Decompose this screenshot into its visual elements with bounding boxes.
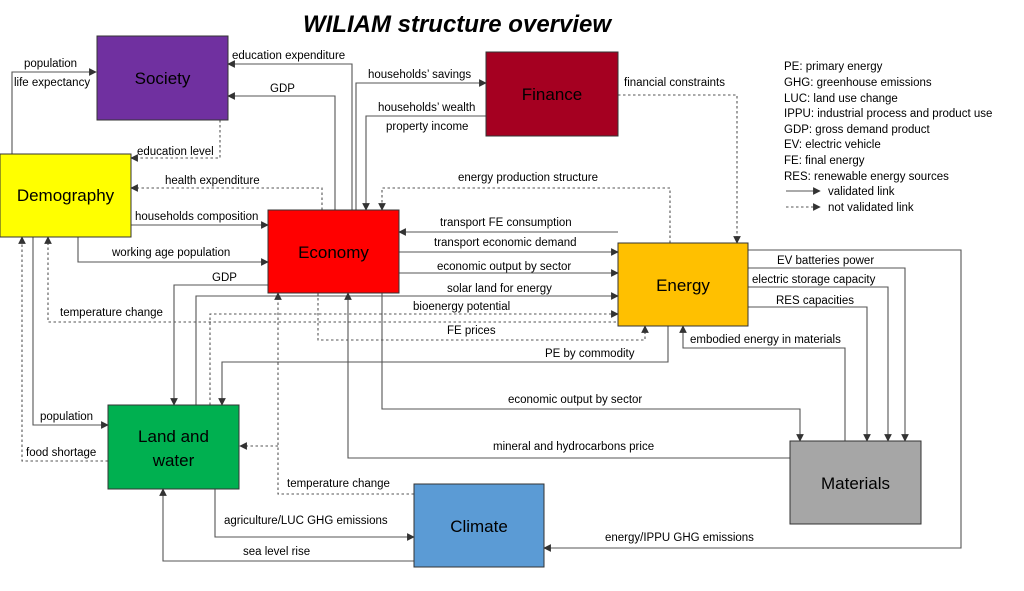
legend-abbreviation: IPPU: industrial process and product use bbox=[784, 108, 992, 120]
edge-label: energy production structure bbox=[458, 172, 598, 184]
legend-abbreviation: FE: final energy bbox=[784, 155, 865, 167]
svg-text:Society: Society bbox=[135, 69, 191, 88]
edge-label: life expectancy bbox=[14, 77, 90, 89]
svg-text:Finance: Finance bbox=[522, 85, 582, 104]
edge-label: sea level rise bbox=[243, 546, 310, 558]
edge-label: health expenditure bbox=[165, 175, 260, 187]
legend: PE: primary energy GHG: greenhouse emiss… bbox=[784, 61, 992, 214]
edge-label: households’ savings bbox=[368, 69, 471, 81]
svg-text:Materials: Materials bbox=[821, 474, 890, 493]
edge-label: energy/IPPU GHG emissions bbox=[605, 532, 754, 544]
edge-label: education expenditure bbox=[232, 50, 345, 62]
edge-label: food shortage bbox=[26, 447, 96, 459]
edge-households-savings: households’ savings bbox=[355, 69, 487, 210]
edge-working-age-population: working age population bbox=[77, 237, 269, 266]
edge-pe-by-commodity: PE by commodity bbox=[218, 326, 669, 406]
edge-economic-output-to-materials: economic output by sector bbox=[381, 293, 804, 442]
svg-text:water: water bbox=[152, 451, 195, 470]
legend-not-validated-link: not validated link bbox=[786, 202, 914, 214]
edge-label: population bbox=[24, 58, 77, 70]
legend-abbreviation: EV: electric vehicle bbox=[784, 139, 881, 151]
legend-validated-link: validated link bbox=[786, 186, 895, 198]
edge-population-to-society: population life expectancy bbox=[11, 58, 97, 154]
edge-temperature-change-to-demography: temperature change bbox=[44, 236, 626, 323]
node-economy: Economy bbox=[267, 209, 400, 294]
edge-label: transport economic demand bbox=[434, 237, 577, 249]
edge-label: mineral and hydrocarbons price bbox=[493, 441, 654, 453]
edge-economic-output-to-energy: economic output by sector bbox=[399, 261, 619, 277]
edge-financial-constraints: financial constraints bbox=[618, 77, 741, 244]
edge-label: bioenergy potential bbox=[413, 301, 510, 313]
edge-label: temperature change bbox=[60, 307, 163, 319]
edge-label: households composition bbox=[135, 211, 258, 223]
node-materials: Materials bbox=[789, 440, 922, 525]
edge-label: GDP bbox=[212, 272, 237, 284]
edge-food-shortage: food shortage bbox=[18, 236, 108, 462]
svg-text:Land and: Land and bbox=[138, 427, 209, 446]
node-climate: Climate bbox=[413, 483, 545, 568]
edge-population-to-landwater: population bbox=[32, 237, 109, 429]
edge-res-capacities: RES capacities bbox=[748, 295, 871, 442]
legend-abbreviation: GDP: gross demand product bbox=[784, 124, 931, 136]
edge-transport-economic-demand: transport economic demand bbox=[399, 237, 619, 256]
edge-temperature-change-climate: temperature change bbox=[239, 292, 414, 495]
edge-embodied-energy: embodied energy in materials bbox=[679, 325, 846, 441]
svg-text:Economy: Economy bbox=[298, 243, 369, 262]
edge-label: temperature change bbox=[287, 478, 390, 490]
edge-households-composition: households composition bbox=[131, 211, 269, 229]
edge-label: EV batteries power bbox=[777, 255, 874, 267]
svg-text:validated link: validated link bbox=[828, 186, 895, 198]
edge-label: economic output by sector bbox=[508, 394, 642, 406]
edge-fe-prices: FE prices bbox=[317, 293, 649, 341]
edge-label: transport FE consumption bbox=[440, 217, 572, 229]
edge-health-expenditure: health expenditure bbox=[130, 175, 323, 210]
legend-abbreviation: RES: renewable energy sources bbox=[784, 171, 949, 183]
edge-label: GDP bbox=[270, 83, 295, 95]
node-demography: Demography bbox=[0, 153, 132, 238]
edge-transport-fe-consumption: transport FE consumption bbox=[398, 217, 618, 236]
edge-label: working age population bbox=[111, 247, 230, 259]
edge-solar-land-for-energy: solar land for energy bbox=[195, 283, 619, 405]
node-land-and-water: Land and water bbox=[107, 404, 240, 490]
edge-label: property income bbox=[386, 121, 468, 133]
edge-mineral-hydrocarbons-price: mineral and hydrocarbons price bbox=[344, 292, 790, 459]
edge-bioenergy-potential: bioenergy potential bbox=[209, 301, 619, 405]
edge-gdp-to-landwater: GDP bbox=[170, 272, 268, 406]
svg-text:Climate: Climate bbox=[450, 517, 508, 536]
edge-label: households’ wealth bbox=[378, 102, 475, 114]
node-energy: Energy bbox=[617, 242, 749, 327]
node-society: Society bbox=[96, 35, 229, 121]
edge-households-wealth: households’ wealth property income bbox=[362, 102, 486, 211]
edge-label: agriculture/LUC GHG emissions bbox=[224, 515, 388, 527]
legend-abbreviation: PE: primary energy bbox=[784, 61, 883, 73]
edge-agriculture-luc-ghg: agriculture/LUC GHG emissions bbox=[214, 489, 415, 541]
svg-text:Demography: Demography bbox=[17, 186, 115, 205]
svg-text:Energy: Energy bbox=[656, 276, 710, 295]
edge-label: embodied energy in materials bbox=[690, 334, 841, 346]
node-finance: Finance bbox=[485, 51, 619, 137]
edge-energy-ippu-ghg: energy/IPPU GHG emissions bbox=[543, 249, 962, 552]
legend-abbreviation: GHG: greenhouse emissions bbox=[784, 77, 932, 89]
edge-gdp-to-society: GDP bbox=[227, 83, 336, 210]
edge-label: electric storage capacity bbox=[752, 274, 876, 286]
edge-sea-level-rise: sea level rise bbox=[159, 488, 414, 562]
svg-text:not validated link: not validated link bbox=[828, 202, 914, 214]
edge-label: RES capacities bbox=[776, 295, 854, 307]
edge-label: FE prices bbox=[447, 325, 496, 337]
edge-label: solar land for energy bbox=[447, 283, 552, 295]
edge-label: population bbox=[40, 411, 93, 423]
edge-label: economic output by sector bbox=[437, 261, 571, 273]
edge-energy-production-structure: energy production structure bbox=[378, 172, 671, 243]
edge-ev-batteries-power: EV batteries power bbox=[748, 255, 909, 442]
legend-abbreviation: LUC: land use change bbox=[784, 93, 898, 105]
edge-education-expenditure: education expenditure bbox=[227, 50, 353, 210]
edge-label: PE by commodity bbox=[545, 348, 635, 360]
diagram-title: WILIAM structure overview bbox=[303, 11, 612, 38]
edge-label: education level bbox=[137, 146, 214, 158]
edge-education-level: education level bbox=[130, 120, 221, 162]
edge-label: financial constraints bbox=[624, 77, 725, 89]
edge-electric-storage-capacity: electric storage capacity bbox=[748, 274, 892, 442]
